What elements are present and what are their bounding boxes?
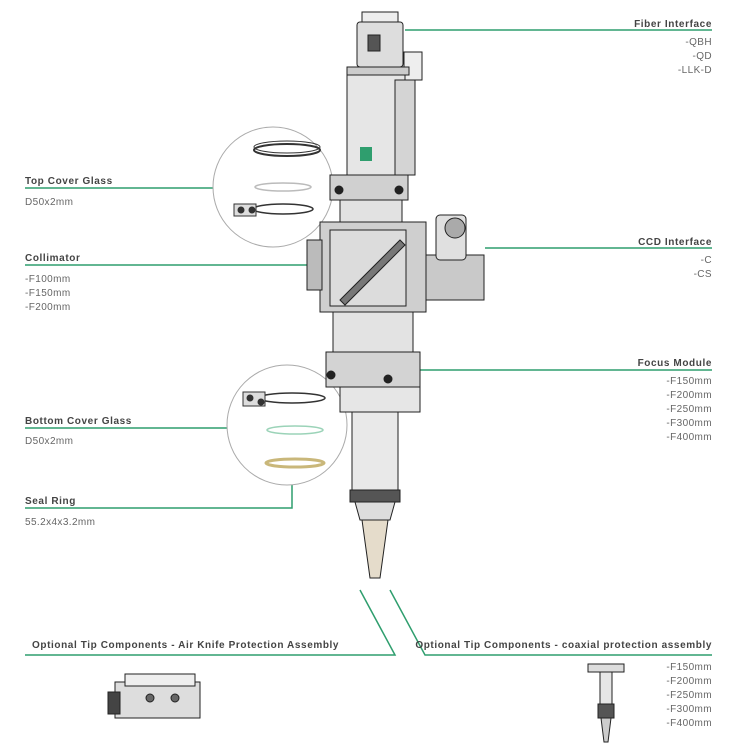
option-item: -LLK-D [677, 65, 712, 76]
option-item: -F200mm [25, 302, 71, 313]
fiber-interface-options: -QBH -QD -LLK-D [678, 36, 712, 78]
option-item: -F250mm [666, 404, 712, 415]
callout-lines [25, 29, 712, 656]
bottom-cover-glass-spec: D50x2mm [25, 435, 73, 449]
collimator-options: -F100mm -F150mm -F200mm [25, 273, 71, 315]
option-item: -QBH [685, 37, 712, 48]
coaxial-assembly [587, 663, 625, 743]
option-item: -F200mm [666, 676, 712, 687]
focus-module-options: -F150mm -F200mm -F250mm -F300mm -F400mm [666, 375, 712, 445]
option-item: -F150mm [25, 288, 71, 299]
coaxial-title: Optional Tip Components - coaxial protec… [415, 640, 712, 651]
collimator-title: Collimator [25, 253, 81, 264]
focus-module-title: Focus Module [637, 358, 712, 369]
seal-ring-spec: 55.2x4x3.2mm [25, 516, 95, 530]
option-item: -F400mm [666, 432, 712, 443]
option-item: -C [700, 255, 712, 266]
coaxial-line [389, 589, 712, 656]
fiber-interface-title: Fiber Interface [634, 19, 712, 30]
air-knife-line [25, 589, 397, 656]
coaxial-options: -F150mm -F200mm -F250mm -F300mm -F400mm [666, 661, 712, 731]
top-cover-glass-spec: D50x2mm [25, 196, 73, 210]
option-item: -F250mm [666, 690, 712, 701]
air-knife-assembly [107, 673, 201, 719]
option-item: -F300mm [666, 418, 712, 429]
option-item: -F400mm [666, 718, 712, 729]
spec-item: D50x2mm [25, 436, 74, 447]
option-item: -F200mm [666, 390, 712, 401]
bottom-cover-glass-title: Bottom Cover Glass [25, 416, 132, 427]
option-item: -F100mm [25, 274, 71, 285]
option-item: -QD [692, 51, 712, 62]
air-knife-title: Optional Tip Components - Air Knife Prot… [32, 640, 340, 651]
top-glass-parts [233, 140, 321, 217]
seal-ring-title: Seal Ring [25, 496, 76, 507]
option-item: -F150mm [666, 662, 712, 673]
option-item: -F300mm [666, 704, 712, 715]
bottom-glass-parts [242, 391, 326, 469]
spec-item: 55.2x4x3.2mm [25, 517, 96, 528]
option-item: -CS [693, 269, 712, 280]
laser-head-body [306, 11, 485, 579]
option-item: -F150mm [666, 376, 712, 387]
ccd-interface-title: CCD Interface [638, 237, 712, 248]
top-cover-glass-title: Top Cover Glass [25, 176, 113, 187]
spec-item: D50x2mm [25, 197, 74, 208]
ccd-interface-options: -C -CS [694, 254, 712, 282]
